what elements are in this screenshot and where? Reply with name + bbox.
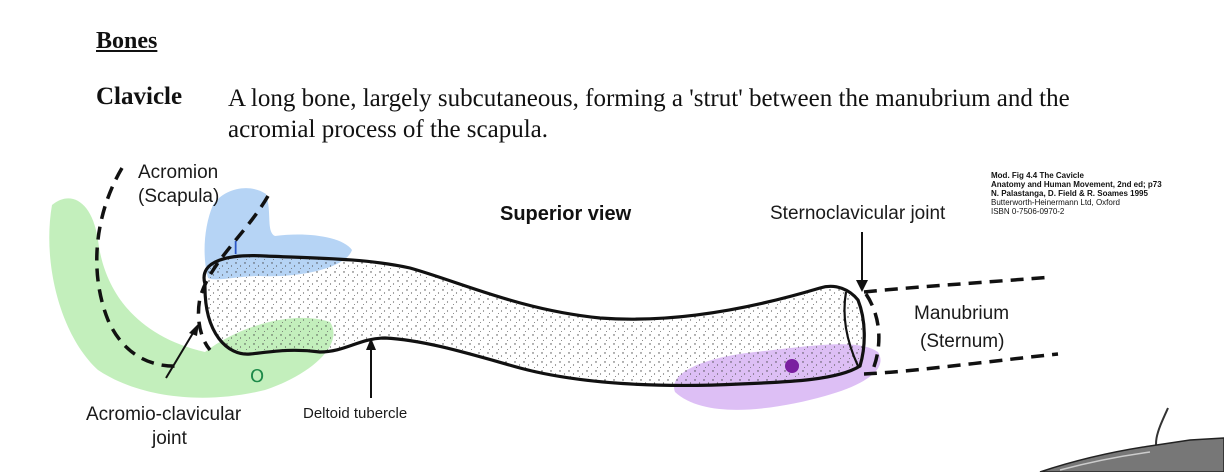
arrow-sternoclavicular bbox=[856, 232, 868, 292]
caption-line-4: Butterworth-Heinermann Ltd, Oxford bbox=[991, 198, 1120, 207]
manubrium-dashed-outline bbox=[863, 275, 1059, 376]
label-scapula: (Scapula) bbox=[138, 186, 219, 207]
caption-line-1: Mod. Fig 4.4 The Cavicle bbox=[991, 171, 1084, 180]
label-joint: joint bbox=[151, 428, 188, 449]
label-acromion: Acromion bbox=[138, 162, 218, 183]
caption-line-2: Anatomy and Human Movement, 2nd ed; p73 bbox=[991, 180, 1162, 189]
section-heading: Bones bbox=[96, 28, 158, 54]
definition-line-2: acromial process of the scapula. bbox=[228, 116, 549, 143]
label-acromioclavicular: Acromio-clavicular bbox=[86, 404, 242, 425]
caption-line-5: ISBN 0-7506-0970-2 bbox=[991, 207, 1065, 216]
arrow-deltoid-tubercle bbox=[366, 338, 376, 398]
annotation-o: O bbox=[250, 366, 264, 387]
label-manubrium: Manubrium bbox=[914, 303, 1009, 324]
definition-line-1: A long bone, largely subcutaneous, formi… bbox=[228, 85, 1070, 112]
caption-line-3: N. Palastanga, D. Field & R. Soames 1995 bbox=[991, 189, 1149, 198]
label-sternoclavicular-joint: Sternoclavicular joint bbox=[770, 203, 946, 224]
label-superior-view: Superior view bbox=[500, 203, 632, 225]
label-deltoid-tubercle: Deltoid tubercle bbox=[303, 405, 407, 422]
term-definition: A long bone, largely subcutaneous, formi… bbox=[228, 83, 1108, 145]
acromion-dashed-outline bbox=[95, 167, 270, 368]
purple-marker-dot bbox=[785, 359, 799, 373]
term-clavicle: Clavicle bbox=[96, 83, 183, 110]
annotation-i: I bbox=[233, 238, 238, 259]
clavicle-bone bbox=[202, 254, 866, 388]
partial-bone-illustration bbox=[1039, 407, 1224, 472]
arrow-acromioclavicular bbox=[165, 323, 199, 379]
bone-end-facet bbox=[843, 291, 859, 367]
label-sternum: (Sternum) bbox=[920, 331, 1004, 352]
